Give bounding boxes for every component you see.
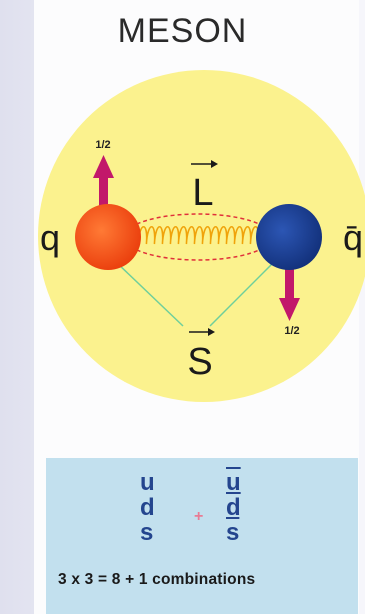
antiquark-spin-label: 1/2	[284, 325, 299, 337]
meson-diagram: 1/2 1/2 q q̄ L S	[0, 0, 365, 450]
spin-label: S	[187, 341, 212, 383]
quark-spin-label: 1/2	[95, 139, 110, 151]
quark-label: q	[40, 217, 60, 258]
antiquark-sphere	[256, 204, 322, 270]
antiquark-label: q̄	[343, 217, 363, 258]
quark-flavor-d: d	[140, 495, 155, 520]
antiquark-flavor-column: u d s	[226, 470, 241, 545]
quark-sphere	[75, 204, 141, 270]
combinations-text: 3 x 3 = 8 + 1 combinations	[58, 571, 358, 589]
antiquark-flavor-s: s	[226, 520, 241, 545]
quark-flavor-column: u d s	[140, 470, 155, 545]
antiquark-flavor-u: u	[226, 470, 241, 495]
quark-flavor-u: u	[140, 470, 155, 495]
orbital-label: L	[192, 172, 213, 214]
antiquark-flavor-d: d	[226, 495, 241, 520]
flavor-combinations-box: u d s + u d s 3 x 3 = 8 + 1 combinations	[46, 458, 358, 614]
plus-operator: +	[194, 508, 203, 526]
quark-flavor-s: s	[140, 520, 155, 545]
